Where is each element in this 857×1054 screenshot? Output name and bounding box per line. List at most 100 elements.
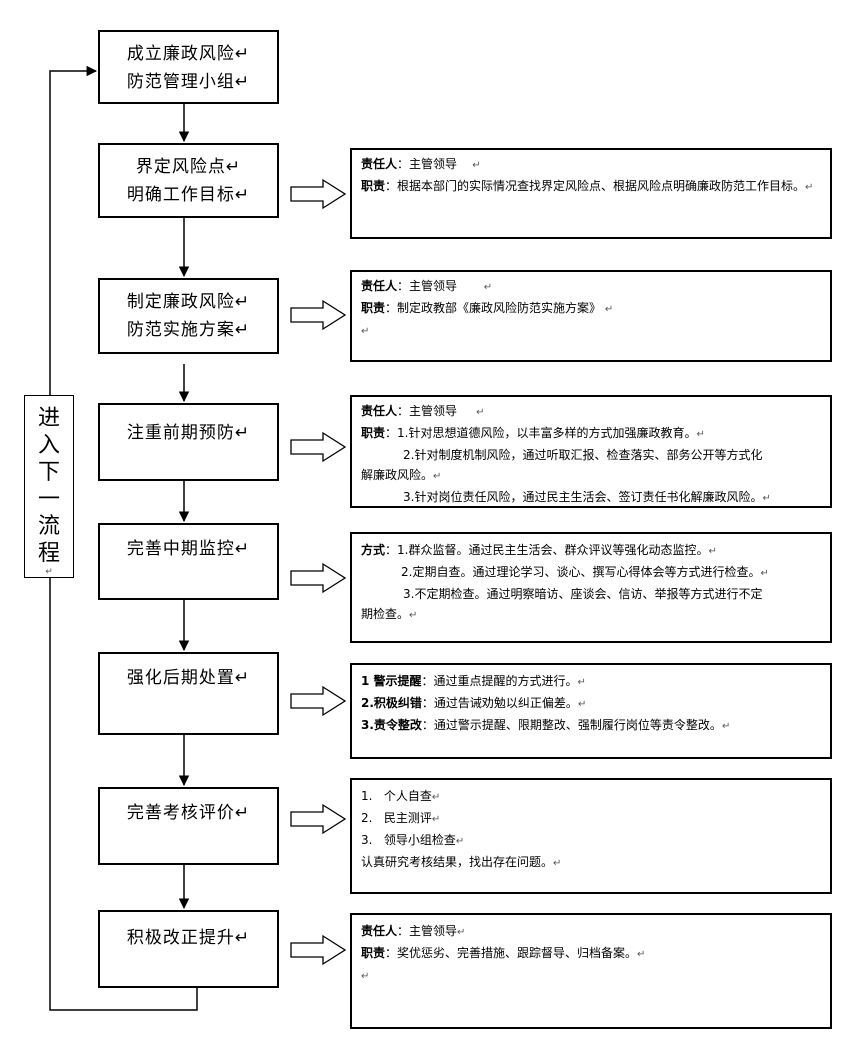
desc-4-l2-text: 2.定期自查。通过理论学习、谈心、撰写心得体会等方式进行检查。 — [401, 565, 761, 579]
desc-2-l2-text: ：制定政教部《廉政风险防范实施方案》 — [385, 301, 602, 315]
step-3-line-1: 制定廉政风险↵ — [126, 292, 251, 312]
desc-2-l1-mark: ↵ — [483, 282, 493, 293]
step-box-4: 注重前期预防↵ — [98, 403, 279, 481]
desc-7-l3-mark: ↵ — [361, 971, 370, 982]
desc-1-l1-bold: 责任人 — [361, 157, 398, 171]
step-4-line-1: 注重前期预防↵ — [126, 423, 251, 443]
desc-3-l4-text: 解廉政风险。 — [361, 468, 434, 482]
desc-box-3: 责任人：主管领导 ↵ 职责：1.针对思想道德风险，以丰富多样的方式加强廉政教育。… — [350, 395, 832, 508]
desc-3-l5-mark: ↵ — [762, 493, 771, 504]
loop-label-box: 进 入 下 一 流 程 ↵ — [24, 395, 74, 578]
desc-4-l4-mark: ↵ — [409, 610, 418, 621]
desc-5-l2-text: ：通过告诫劝勉以纠正偏差。 — [421, 696, 578, 710]
step-box-2: 界定风险点↵ 明确工作目标↵ — [98, 143, 279, 218]
desc-6-l1-mark: ↵ — [431, 792, 441, 803]
step-box-7: 完善考核评价↵ — [98, 787, 279, 865]
loop-label-mark: ↵ — [45, 567, 53, 577]
step-box-8: 积极改正提升↵ — [98, 910, 279, 988]
desc-6-l3-text: 3. 领导小组检查 — [361, 833, 456, 847]
desc-5-l1-bold: 1 警示提醒 — [361, 674, 422, 688]
desc-7-l1-mark: ↵ — [457, 927, 466, 938]
desc-5-l3-mark: ↵ — [721, 721, 731, 732]
desc-6-l4-text: 认真研究考核结果，找出存在问题。 — [361, 855, 554, 869]
desc-box-7: 责任人：主管领导↵ 职责：奖优惩劣、完善措施、跟踪督导、归档备案。↵ ↵ — [350, 913, 832, 1029]
desc-2-l3-mark: ↵ — [361, 326, 370, 337]
right-block-arrow-7 — [290, 934, 347, 966]
step-box-5: 完善中期监控↵ — [98, 523, 279, 600]
desc-3-l2-bold: 职责 — [361, 426, 386, 440]
right-block-arrow-3 — [290, 431, 347, 463]
loop-label-char: 下 — [37, 460, 60, 485]
desc-7-l1-bold: 责任人 — [361, 924, 398, 938]
step-box-3: 制定廉政风险↵ 防范实施方案↵ — [98, 278, 279, 354]
desc-3-l1-text: ：主管领导 — [397, 404, 458, 418]
desc-6-l1-text: 1. 个人自查 — [361, 789, 432, 803]
desc-4-l1-mark: ↵ — [708, 546, 717, 557]
desc-4-l4-text: 期检查。 — [361, 607, 410, 621]
step-1-line-1: 成立廉政风险↵ — [126, 44, 251, 64]
step-8-line-1: 积极改正提升↵ — [126, 928, 251, 948]
step-3-line-2: 防范实施方案↵ — [126, 320, 251, 340]
loop-label-char: 流 — [37, 514, 60, 539]
step-6-line-1: 强化后期处置↵ — [126, 668, 251, 688]
desc-3-l1-mark: ↵ — [476, 407, 485, 418]
desc-1-l2-mark: ↵ — [805, 182, 814, 193]
desc-3-l2-text: ：1.针对思想道德风险，以丰富多样的方式加强廉政教育。 — [385, 426, 697, 440]
desc-4-l2-mark: ↵ — [760, 568, 769, 579]
desc-3-l3-text: 2.针对制度机制风险，通过听取汇报、检查落实、部务公开等方式化 — [403, 448, 763, 462]
desc-4-l3-text: 3.不定期检查。通过明察暗访、座谈会、信访、举报等方式进行不定 — [403, 587, 763, 601]
desc-6-l3-mark: ↵ — [455, 836, 465, 847]
desc-4-l1-bold: 方式 — [361, 543, 386, 557]
desc-7-l1-text: ：主管领导 — [397, 924, 458, 938]
step-box-1: 成立廉政风险↵ 防范管理小组↵ — [98, 30, 279, 104]
desc-6-l2-mark: ↵ — [431, 814, 441, 825]
desc-7-l2-text: ：奖优惩劣、完善措施、跟踪督导、归档备案。 — [385, 946, 638, 960]
right-block-arrow-5 — [290, 685, 347, 717]
step-2-line-1: 界定风险点↵ — [135, 157, 242, 177]
desc-2-l2-bold: 职责 — [361, 301, 386, 315]
step-1-line-2: 防范管理小组↵ — [126, 72, 251, 92]
desc-3-l4-mark: ↵ — [433, 471, 442, 482]
desc-7-l2-mark: ↵ — [637, 949, 646, 960]
loop-label-char: 程 — [37, 541, 60, 566]
desc-5-l2-mark: ↵ — [577, 699, 587, 710]
desc-box-4: 方式：1.群众监督。通过民主生活会、群众评议等强化动态监控。↵ 2.定期自查。通… — [350, 532, 832, 643]
desc-5-l2-bold: 2.积极纠错 — [361, 696, 422, 710]
right-block-arrow-1 — [290, 178, 347, 210]
desc-7-l2-bold: 职责 — [361, 946, 386, 960]
desc-1-l2-bold: 职责 — [361, 179, 386, 193]
loop-label-char: 一 — [37, 487, 60, 512]
desc-2-l2-mark: ↵ — [604, 304, 614, 315]
desc-box-1: 责任人：主管领导 ↵ 职责：根据本部门的实际情况查找界定风险点、根据风险点明确廉… — [350, 148, 832, 239]
right-block-arrow-2 — [290, 299, 347, 331]
desc-1-l2-text: ：根据本部门的实际情况查找界定风险点、根据风险点明确廉政防范工作目标。 — [385, 179, 806, 193]
desc-1-l1-mark: ↵ — [472, 160, 481, 171]
step-7-line-1: 完善考核评价↵ — [126, 803, 251, 823]
loop-label-char: 入 — [37, 433, 60, 458]
desc-4-l1-text: ：1.群众监督。通过民主生活会、群众评议等强化动态监控。 — [385, 543, 709, 557]
loop-back-arrow — [49, 65, 98, 395]
desc-5-l3-bold: 3.责令整改 — [361, 718, 422, 732]
desc-3-l5-text: 3.针对岗位责任风险，通过民主生活会、签订责任书化解廉政风险。 — [403, 490, 763, 504]
desc-box-5: 1 警示提醒：通过重点提醒的方式进行。↵ 2.积极纠错：通过告诫劝勉以纠正偏差。… — [350, 663, 832, 759]
desc-5-l1-mark: ↵ — [577, 677, 586, 688]
desc-2-l1-bold: 责任人 — [361, 279, 398, 293]
step-box-6: 强化后期处置↵ — [98, 652, 279, 735]
desc-5-l1-text: ：通过重点提醒的方式进行。 — [421, 674, 578, 688]
desc-5-l3-text: ：通过警示提醒、限期整改、强制履行岗位等责令整改。 — [421, 718, 722, 732]
desc-box-6: 1. 个人自查↵ 2. 民主测评↵ 3. 领导小组检查↵ 认真研究考核结果，找出… — [350, 778, 832, 894]
desc-box-2: 责任人：主管领导 ↵ 职责：制定政教部《廉政风险防范实施方案》 ↵ ↵ — [350, 270, 832, 362]
desc-6-l4-mark: ↵ — [553, 858, 562, 869]
step-5-line-1: 完善中期监控↵ — [126, 539, 251, 559]
step-2-line-2: 明确工作目标↵ — [126, 185, 251, 205]
desc-1-l1-text: ：主管领导 — [397, 157, 458, 171]
loop-back-line — [49, 578, 198, 1011]
desc-3-l1-bold: 责任人 — [361, 404, 398, 418]
right-block-arrow-4 — [290, 562, 347, 594]
desc-6-l2-text: 2. 民主测评 — [361, 811, 432, 825]
desc-3-l2-mark: ↵ — [696, 429, 705, 440]
desc-2-l1-text: ：主管领导 — [397, 279, 458, 293]
right-block-arrow-6 — [290, 803, 347, 835]
loop-label-char: 进 — [37, 406, 60, 431]
